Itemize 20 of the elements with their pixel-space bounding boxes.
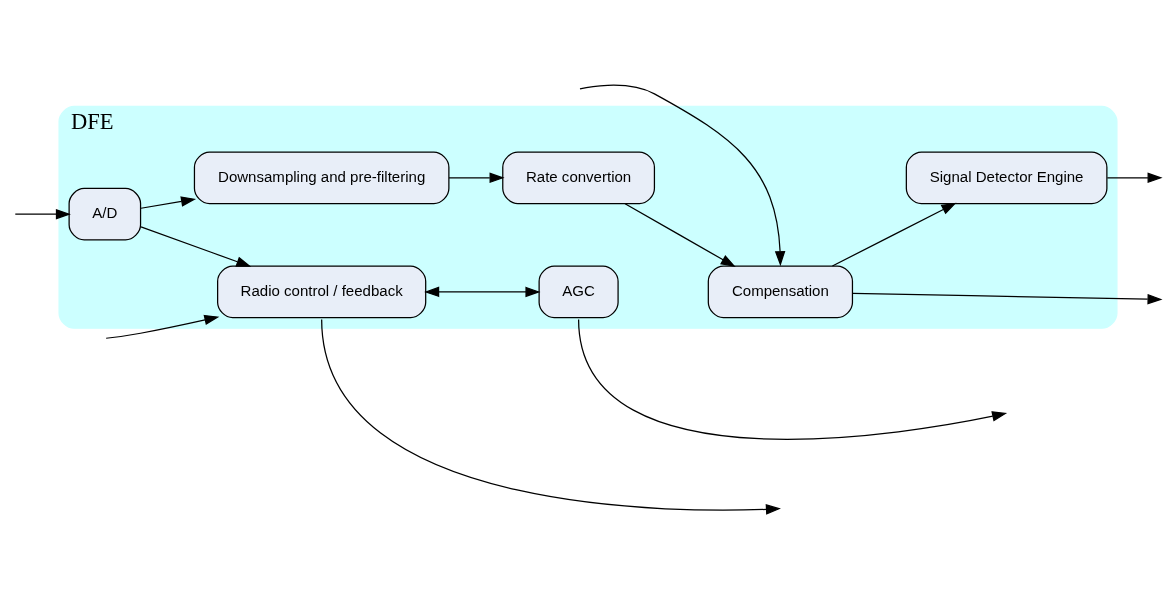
node-box: Signal Detector Engine [905, 151, 1108, 204]
arrow [1106, 172, 1163, 183]
node-box: Rate convertion [502, 151, 656, 204]
arrow [14, 208, 71, 219]
arrow [424, 286, 541, 297]
arrow [105, 314, 220, 339]
arrow [831, 202, 957, 267]
node-box: AGC [538, 265, 619, 318]
arrow [851, 292, 1163, 304]
arrow [321, 318, 781, 515]
arrow [448, 172, 505, 183]
arrow [579, 84, 786, 266]
arrow [140, 195, 197, 209]
node-box: A/D [68, 187, 142, 240]
arrow [624, 202, 736, 267]
node-box: Radio control / feedback [217, 265, 427, 318]
node-box: Downsampling and pre-filtering [193, 151, 450, 204]
arrow [140, 225, 252, 267]
arrow [577, 318, 1008, 440]
node-box: Compensation [707, 265, 854, 318]
